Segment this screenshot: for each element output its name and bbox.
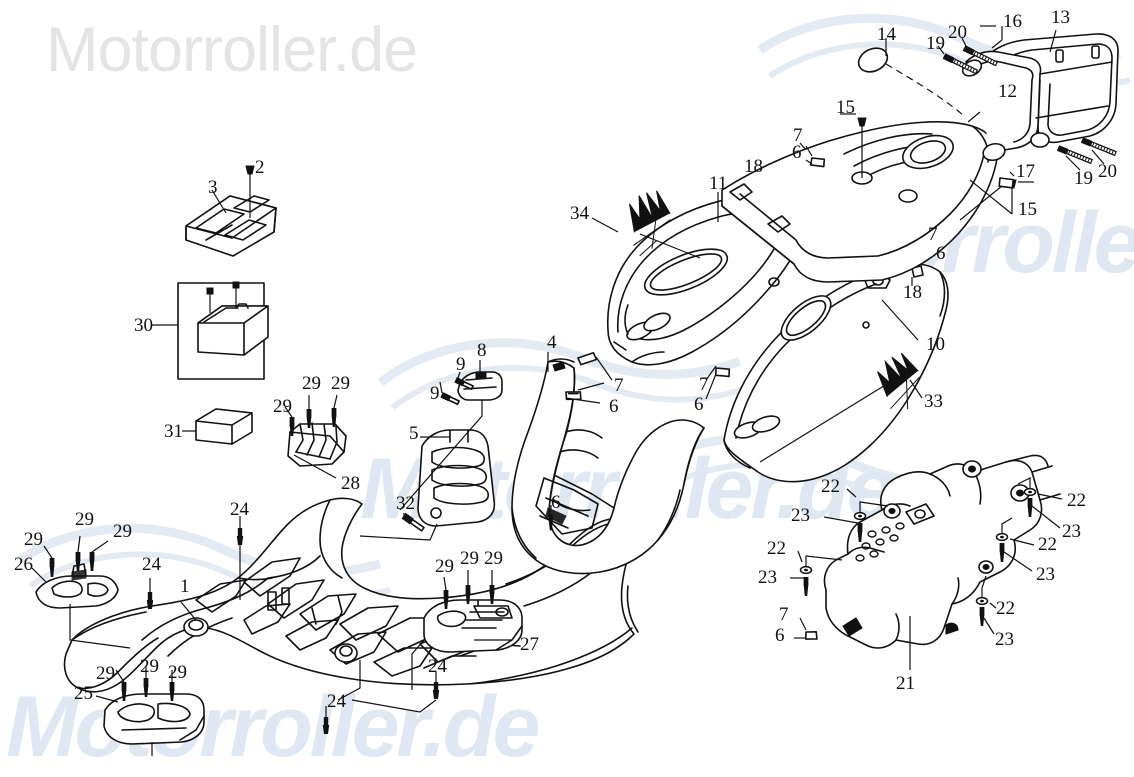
- callout-22-d: 22: [1038, 534, 1057, 555]
- callout-29-d: 29: [24, 529, 43, 550]
- callout-15-b: 15: [1018, 199, 1037, 220]
- callout-5: 5: [409, 423, 419, 444]
- callout-7-b: 7: [793, 125, 803, 146]
- callout-6-e: 6: [694, 394, 704, 415]
- part-10-right-side-panel: [723, 263, 949, 483]
- callout-22-a: 22: [821, 476, 840, 497]
- callout-3: 3: [208, 177, 218, 198]
- callout-31: 31: [164, 421, 183, 442]
- callout-20-a: 20: [948, 22, 967, 43]
- callout-29-i: 29: [168, 662, 187, 683]
- callout-15-a: 15: [836, 97, 855, 118]
- callout-16: 16: [1003, 11, 1022, 32]
- callout-6-c: 6: [792, 142, 802, 163]
- part-5-vent-cover: [417, 429, 496, 527]
- callout-6-a: 6: [551, 492, 561, 513]
- callout-24-b: 24: [230, 499, 249, 520]
- callout-29-f: 29: [113, 521, 132, 542]
- callout-21: 21: [896, 673, 915, 694]
- callout-22-b: 22: [1067, 490, 1086, 511]
- part-33-emblem: [877, 352, 921, 410]
- callout-14: 14: [877, 24, 896, 45]
- callout-10: 10: [926, 334, 945, 355]
- callout-23-c: 23: [758, 567, 777, 588]
- callout-8: 8: [477, 340, 487, 361]
- callout-6-b: 6: [609, 396, 619, 417]
- callout-33: 33: [924, 391, 943, 412]
- callout-23-e: 23: [995, 629, 1014, 650]
- callout-29-c: 29: [331, 373, 350, 394]
- callout-26: 26: [14, 554, 33, 575]
- callout-22-e: 22: [996, 598, 1015, 619]
- callout-24-c: 24: [327, 691, 346, 712]
- part-13-luggage-carrier: [961, 33, 1119, 162]
- callout-23-b: 23: [1062, 521, 1081, 542]
- callout-34: 34: [570, 203, 589, 224]
- callout-20-b: 20: [1098, 161, 1117, 182]
- callout-29-b: 29: [302, 373, 321, 394]
- part-21-under-cover: [823, 454, 1061, 649]
- callout-1: 1: [180, 576, 190, 597]
- part-8-bracket: [457, 371, 503, 401]
- callout-24-d: 24: [428, 656, 447, 677]
- callout-22-c: 22: [767, 538, 786, 559]
- part-31-relay: [195, 408, 253, 445]
- callout-12: 12: [998, 81, 1017, 102]
- callout-6-d: 6: [936, 243, 946, 264]
- callout-2: 2: [255, 157, 265, 178]
- callout-29-a: 29: [273, 396, 292, 417]
- callout-32: 32: [396, 493, 415, 514]
- callout-23-d: 23: [1036, 564, 1055, 585]
- part-30-battery: [177, 281, 269, 380]
- callout-24-a: 24: [142, 554, 161, 575]
- callout-30: 30: [134, 315, 153, 336]
- callout-7-c: 7: [928, 224, 938, 245]
- callout-27: 27: [520, 634, 539, 655]
- callout-25: 25: [74, 683, 93, 704]
- callout-19-a: 19: [926, 33, 945, 54]
- callout-13: 13: [1051, 7, 1070, 28]
- callout-18-b: 18: [903, 282, 922, 303]
- callout-29-j: 29: [435, 556, 454, 577]
- callout-29-l: 29: [484, 548, 503, 569]
- callout-29-g: 29: [96, 663, 115, 684]
- callout-29-k: 29: [460, 548, 479, 569]
- callout-28: 28: [341, 473, 360, 494]
- callout-23-a: 23: [791, 505, 810, 526]
- callout-19-b: 19: [1074, 168, 1093, 189]
- callout-11: 11: [709, 173, 728, 194]
- callout-9-b: 9: [456, 354, 466, 375]
- callout-7-d: 7: [699, 374, 709, 395]
- part-28-hook-bracket: [287, 422, 347, 467]
- callout-4: 4: [547, 332, 557, 353]
- callout-18-a: 18: [744, 156, 763, 177]
- callout-7-a: 7: [614, 375, 624, 396]
- part-25-footrest-rear: [103, 693, 205, 745]
- part-34-emblem: [628, 190, 671, 257]
- callout-29-e: 29: [75, 509, 94, 530]
- callout-6-f: 6: [775, 625, 785, 646]
- callout-9-a: 9: [430, 383, 440, 404]
- callout-17: 17: [1016, 161, 1035, 182]
- part-27-footrest-right: [423, 599, 523, 653]
- part-4-inner-cover: [511, 358, 705, 575]
- callout-29-h: 29: [140, 656, 159, 677]
- part-3-seat-pad: [185, 195, 277, 257]
- callout-7-e: 7: [779, 604, 789, 625]
